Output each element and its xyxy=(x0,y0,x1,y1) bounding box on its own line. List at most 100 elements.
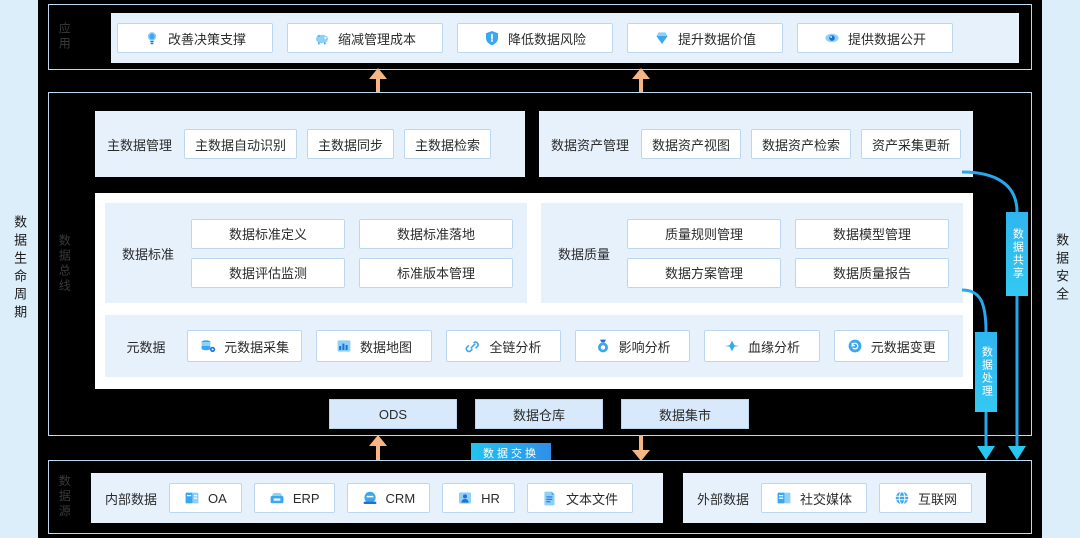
data-quality-chip-0[interactable]: 质量规则管理 xyxy=(627,218,781,249)
external-data-label: 外部数据 xyxy=(697,491,750,507)
app-chip-0[interactable]: 改善决策支撑 xyxy=(117,23,273,53)
master-data-chip-1[interactable]: 主数据同步 xyxy=(307,129,395,159)
storage-chip-0[interactable]: ODS xyxy=(329,399,457,429)
application-layer-tag: 应用 xyxy=(57,22,72,52)
external-data-group: 外部数据 社交媒体 互联网 xyxy=(683,473,987,523)
data-asset-chip-1[interactable]: 数据资产检索 xyxy=(751,129,852,159)
branch-icon xyxy=(724,340,739,352)
master-data-asset-row: 主数据管理 主数据自动识别主数据同步主数据检索 数据资产管理 数据资产视图数据资… xyxy=(95,111,973,177)
storage-chip-2[interactable]: 数据集市 xyxy=(621,399,749,429)
social-media-icon xyxy=(777,492,791,504)
chip-label: 降低数据风险 xyxy=(507,31,586,47)
data-standard-label: 数据标准 xyxy=(121,246,174,262)
data-asset-chip-2[interactable]: 资产采集更新 xyxy=(861,129,962,159)
app-chip-1[interactable]: 缩减管理成本 xyxy=(287,23,443,53)
chip-label: CRM xyxy=(385,490,416,506)
chip-label: 血缘分析 xyxy=(747,339,800,355)
data-standard-group: 数据标准 数据标准定义数据标准落地数据评估监测标准版本管理 xyxy=(105,203,527,303)
oa-book-icon xyxy=(185,492,199,504)
right-rail-data-security: 数据安全 xyxy=(1042,0,1080,538)
right-rail-label: 数据安全 xyxy=(1054,233,1070,305)
data-bus-layer-panel: 数据总线 主数据管理 主数据自动识别主数据同步主数据检索 数据资产管理 数据资产… xyxy=(48,92,1032,436)
data-asset-chip-list: 数据资产视图数据资产检索资产采集更新 xyxy=(641,129,962,159)
data-asset-label: 数据资产管理 xyxy=(551,137,630,153)
data-source-layer-tag: 数据源 xyxy=(57,474,72,520)
chip-label: 提升数据价值 xyxy=(677,31,756,47)
document-icon xyxy=(544,491,555,506)
chip-label: 元数据变更 xyxy=(870,339,936,355)
master-data-label: 主数据管理 xyxy=(107,137,173,153)
map-pin-icon xyxy=(337,340,351,352)
application-chip-list: 改善决策支撑 缩减管理成本 降低数据风险 提升数据价值 提供数据公开 xyxy=(111,23,953,53)
diamond-icon xyxy=(656,32,668,44)
data-standard-chip-3[interactable]: 标准版本管理 xyxy=(359,257,513,288)
crm-circle-icon xyxy=(363,491,376,504)
data-quality-group: 数据质量 质量规则管理数据模型管理数据方案管理数据质量报告 xyxy=(541,203,963,303)
chip-label: OA xyxy=(208,490,227,506)
application-layer-panel: 应用 改善决策支撑 缩减管理成本 降低数据风险 提升数据价值 提供数据公开 xyxy=(48,4,1032,70)
left-rail-data-lifecycle: 数据生命周期 xyxy=(0,0,38,538)
data-quality-chip-1[interactable]: 数据模型管理 xyxy=(795,218,949,249)
metadata-label: 元数据 xyxy=(126,339,166,355)
internal-data-chip-1[interactable]: ERP xyxy=(253,483,335,513)
data-standard-chip-0[interactable]: 数据标准定义 xyxy=(191,218,345,249)
app-chip-3[interactable]: 提升数据价值 xyxy=(627,23,783,53)
master-data-group: 主数据管理 主数据自动识别主数据同步主数据检索 xyxy=(95,111,525,177)
shield-icon xyxy=(485,31,498,46)
lightbulb-icon xyxy=(147,32,157,45)
left-rail-label: 数据生命周期 xyxy=(12,215,28,323)
chip-label: 文本文件 xyxy=(565,491,618,507)
master-data-chip-2[interactable]: 主数据检索 xyxy=(404,129,492,159)
metadata-chip-5[interactable]: 元数据变更 xyxy=(833,330,949,362)
master-data-chip-list: 主数据自动识别主数据同步主数据检索 xyxy=(184,129,492,159)
chip-label: 数据地图 xyxy=(359,339,412,355)
metadata-chip-1[interactable]: 数据地图 xyxy=(316,330,432,362)
chip-label: HR xyxy=(481,490,500,506)
app-chip-2[interactable]: 降低数据风险 xyxy=(457,23,613,53)
chip-label: 缩减管理成本 xyxy=(337,31,416,47)
data-quality-label: 数据质量 xyxy=(557,246,610,262)
data-standard-chip-2[interactable]: 数据评估监测 xyxy=(191,257,345,288)
target-icon xyxy=(597,339,608,353)
eye-icon xyxy=(825,33,839,43)
data-asset-group: 数据资产管理 数据资产视图数据资产检索资产采集更新 xyxy=(539,111,973,177)
data-asset-chip-0[interactable]: 数据资产视图 xyxy=(641,129,742,159)
governance-card: 数据标准 数据标准定义数据标准落地数据评估监测标准版本管理 数据质量 质量规则管… xyxy=(95,193,973,389)
internal-data-chip-2[interactable]: CRM xyxy=(346,483,431,513)
metadata-chip-0[interactable]: 元数据采集 xyxy=(187,330,303,362)
data-quality-chip-grid: 质量规则管理数据模型管理数据方案管理数据质量报告 xyxy=(627,218,949,288)
governance-top-row: 数据标准 数据标准定义数据标准落地数据评估监测标准版本管理 数据质量 质量规则管… xyxy=(105,203,963,303)
data-share-badge: 数据共享 xyxy=(1006,212,1028,296)
arrow-down-mart xyxy=(632,435,650,461)
metadata-group: 元数据 元数据采集 数据地图 全链分析 影响分析 血缘分析 元数据变更 xyxy=(105,315,963,377)
storage-chip-1[interactable]: 数据仓库 xyxy=(475,399,603,429)
internal-data-chip-0[interactable]: OA xyxy=(169,483,242,513)
chip-label: ERP xyxy=(292,490,320,506)
data-quality-chip-2[interactable]: 数据方案管理 xyxy=(627,257,781,288)
chip-label: 互联网 xyxy=(918,491,958,507)
hr-person-icon xyxy=(459,492,472,504)
internal-data-chip-3[interactable]: HR xyxy=(442,483,515,513)
database-gear-icon xyxy=(201,340,216,352)
data-quality-chip-3[interactable]: 数据质量报告 xyxy=(795,257,949,288)
metadata-chip-4[interactable]: 血缘分析 xyxy=(704,330,820,362)
chip-label: 元数据采集 xyxy=(224,339,290,355)
external-data-chip-1[interactable]: 互联网 xyxy=(879,483,973,513)
internal-data-chip-4[interactable]: 文本文件 xyxy=(526,483,633,513)
app-chip-4[interactable]: 提供数据公开 xyxy=(797,23,953,53)
master-data-chip-0[interactable]: 主数据自动识别 xyxy=(184,129,298,159)
chip-label: 全链分析 xyxy=(489,339,542,355)
chip-label: 改善决策支撑 xyxy=(167,31,246,47)
metadata-chip-list: 元数据采集 数据地图 全链分析 影响分析 血缘分析 元数据变更 xyxy=(187,330,949,362)
metadata-chip-3[interactable]: 影响分析 xyxy=(574,330,691,362)
internal-data-chip-list: OA ERP CRM HR 文本文件 xyxy=(169,483,649,513)
metadata-chip-2[interactable]: 全链分析 xyxy=(445,330,561,362)
data-standard-chip-1[interactable]: 数据标准落地 xyxy=(359,218,513,249)
data-exchange-badge: 数据交换 xyxy=(471,443,551,463)
external-data-chip-list: 社交媒体 互联网 xyxy=(761,483,973,513)
external-data-chip-0[interactable]: 社交媒体 xyxy=(761,483,868,513)
arrow-up-left-app xyxy=(369,68,387,92)
